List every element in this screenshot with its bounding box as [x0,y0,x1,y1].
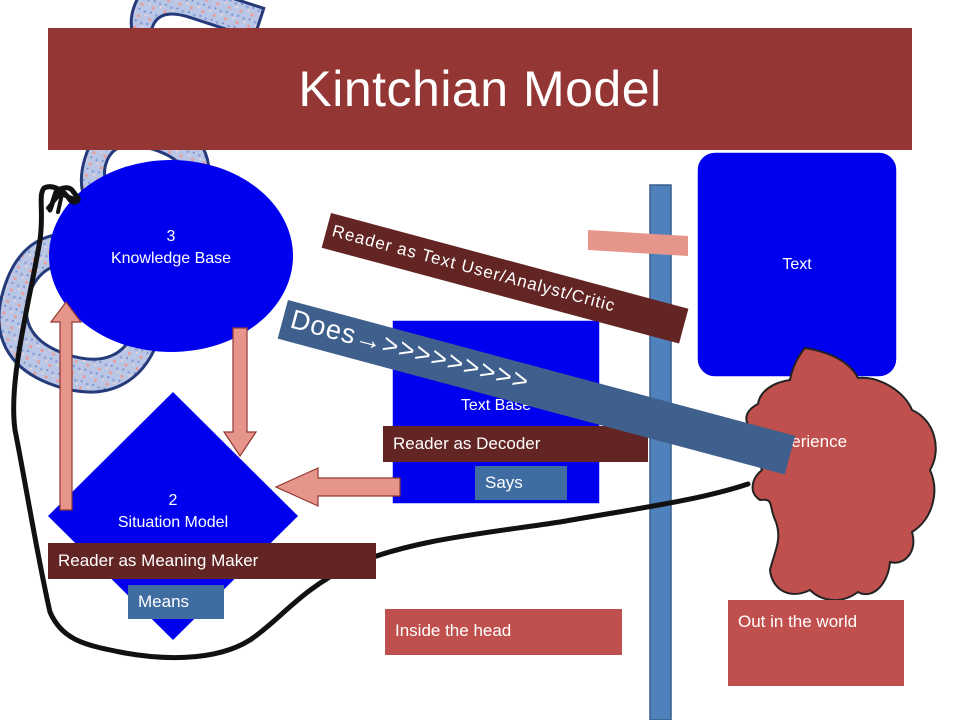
inside-head-box: Inside the head [385,609,622,655]
knowledge-base-shape [49,160,293,352]
text-node-label: Text [782,256,812,273]
out-in-world-label: Out in the world [738,612,858,631]
arrow-left-from-textbase [274,467,401,507]
inside-head-label: Inside the head [395,621,512,640]
means-label: Means [128,585,224,619]
situation-model-label: Situation Model [117,514,229,531]
loop-arrowhead [46,191,80,214]
meaning-maker-label: Reader as Meaning Maker [48,543,376,579]
arrow-up-to-knowledge [49,301,83,511]
arrow-to-text [588,230,688,256]
situation-model-number: 2 [168,492,178,509]
arrow-down-to-situation [222,327,258,458]
situation-model-node: 2 Situation Model [73,490,273,534]
knowledge-base-label: Knowledge Base [110,250,232,267]
out-in-world-box: Out in the world [728,600,904,686]
slide-title: Kintchian Model [298,61,662,117]
title-bar: Kintchian Model [48,28,912,150]
text-node: Text [697,254,897,276]
decoder-label: Reader as Decoder [383,426,648,462]
experience-head-shape [745,346,937,601]
says-label: Says [475,466,567,500]
divider-bar [649,184,672,720]
knowledge-base-node: 3 Knowledge Base [61,226,281,270]
knowledge-base-number: 3 [166,228,176,245]
